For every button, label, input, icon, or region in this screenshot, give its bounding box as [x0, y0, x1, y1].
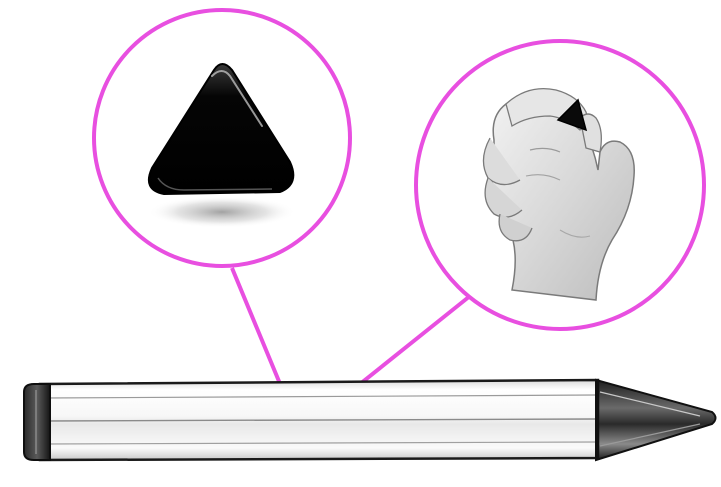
crayon: [24, 380, 716, 460]
cross-section-callout: [94, 10, 350, 266]
crayon-end-cap: [24, 384, 50, 460]
cross-section-shadow: [148, 196, 296, 228]
hand-grip-callout: [416, 41, 704, 329]
crayon-tip: [596, 380, 716, 460]
